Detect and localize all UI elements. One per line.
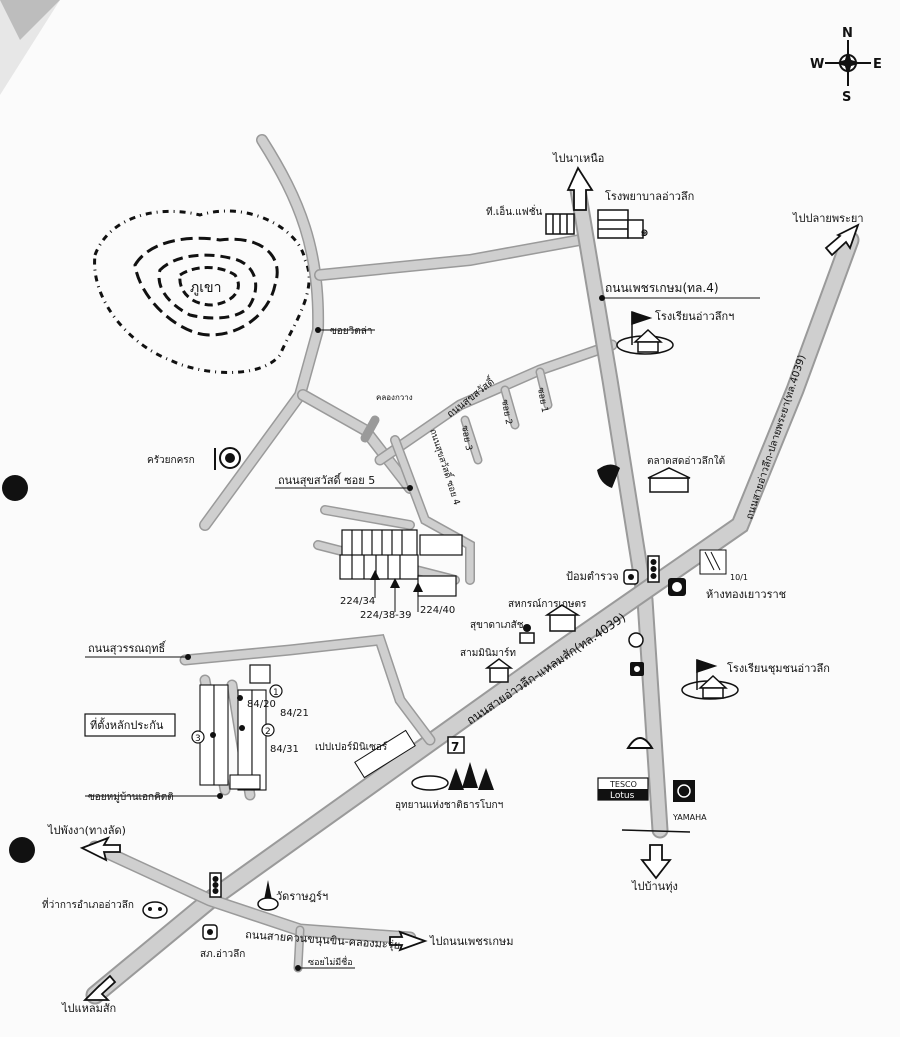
seven-eleven-icon: 7: [447, 736, 465, 754]
district-office-icon: [142, 901, 168, 919]
label-soi-2: ซอย 2: [499, 399, 513, 426]
school-flag-icon: [616, 310, 674, 355]
label-district-office: ที่ว่าการอำเภออ่าวลึก: [42, 897, 134, 911]
compass-e: E: [873, 57, 882, 72]
coop-icon: [544, 604, 581, 632]
label-temple: วัดราษฎร์ฯ: [276, 890, 328, 903]
label-suwan: ถนนสุวรรณฤทธิ์: [88, 640, 167, 655]
police-station-icon: [202, 924, 218, 940]
police-box-icon: [623, 569, 639, 585]
arrow-northeast-icon: [824, 223, 860, 257]
label-national-park: อุทยานแห่งชาติธารโบกฯ: [395, 798, 503, 811]
plot-label-2: 224/38-39: [360, 610, 412, 621]
plot-blocks-suwan: [199, 684, 267, 791]
dir-phang-nga: ไปพังงา(ทางลัด): [47, 824, 126, 837]
arrow-east-icon: [389, 930, 428, 952]
yamaha-text: YAMAHA: [672, 813, 707, 822]
label-soi-1: ซอย 1: [535, 387, 549, 414]
punch-hole: [9, 837, 35, 863]
label-police-station: สภ.อ่าวลึก: [200, 948, 245, 960]
dir-plai-phraya: ไปปลายพระยา: [792, 212, 864, 225]
label-police-box: ป้อมตำรวจ: [566, 570, 619, 583]
shop-icon: [545, 213, 575, 235]
arrow-north-icon: [566, 166, 594, 211]
school-flag-icon: [681, 658, 739, 700]
dir-north: ไปนาเหนือ: [552, 152, 604, 165]
label-house-10: 10/1: [730, 573, 748, 582]
label-minimart: สามมินิมาร์ท: [460, 647, 516, 659]
bank-icon: [668, 578, 686, 596]
leader-lines: [85, 297, 760, 969]
hospital-icon: ๑: [597, 209, 649, 240]
plot-label-4: 84/20: [247, 699, 276, 710]
plot-blocks: [249, 529, 463, 684]
label-soi-4: ถนนสุขสวัสดิ์ ซอย 4: [427, 427, 464, 507]
roads: [85, 134, 860, 1005]
label-school-1: โรงเรียนอ่าวลึกฯ: [655, 309, 734, 323]
traffic-light-icon: [647, 555, 660, 583]
yamaha-logo-icon: YAMAHA: [672, 780, 707, 822]
compass-n: N: [842, 26, 853, 41]
label-soi-nameless: ซอยไม่มีชื่อ: [308, 955, 353, 968]
compass-icon: N S E W: [810, 26, 882, 105]
gold-shop-marks: [699, 549, 727, 575]
plot-label-6: 84/31: [270, 744, 299, 755]
temple-icon: [257, 880, 279, 911]
shell-icon: [626, 737, 654, 749]
plot-n1: 1: [273, 688, 279, 698]
svg-text:๑: ๑: [640, 224, 649, 240]
plot-n3: 3: [195, 734, 201, 744]
label-aowluek-plai-phraya: ถนนสายอ่าวลึก-ปลายพระยา(ทล.4039): [743, 353, 808, 521]
restaurant-icon: [214, 447, 241, 470]
label-gold-shop: ห้างทองเยาวราช: [706, 588, 786, 601]
lotus-text: Lotus: [610, 791, 635, 801]
insurance-box: [84, 713, 176, 737]
bank-logo-icon: [628, 632, 644, 676]
label-soi-mu-ban: ซอยหมู่บ้านเอกคิตติ: [88, 791, 174, 803]
plot-number-circles: [191, 684, 283, 744]
label-kitchen: ครัวยกครก: [147, 455, 195, 466]
dir-petchkasem: ไปถนนเพชรเกษม: [429, 935, 514, 948]
label-health: สุขาดาเภสัช: [470, 620, 524, 631]
label-pipe-store: เปปเปอร์มินิเซอร์: [315, 741, 388, 753]
plot-label-5: 84/21: [280, 708, 309, 719]
compass-s: S: [842, 90, 851, 105]
tesco-lotus-logo: TESCO Lotus: [597, 777, 649, 801]
direction-arrows: [79, 166, 860, 1001]
label-coop: สหกรณ์การเกษตร: [508, 598, 587, 610]
label-soi-3: ซอย 3: [459, 425, 473, 452]
ptt-logo-icon: [597, 464, 620, 488]
label-tn-fashion: ที.เอ็น.แฟชั่น: [486, 204, 543, 218]
svg-text:7: 7: [451, 740, 459, 754]
insurance-label: ที่ตั้งหลักประกัน: [90, 717, 164, 732]
label-school-2: โรงเรียนชุมชนอ่าวลึก: [727, 661, 830, 675]
dir-laem-sak: ไปแหลมสัก: [61, 1002, 116, 1015]
tesco-text: TESCO: [609, 780, 637, 789]
dir-ban-thung: ไปบ้านทุ่ง: [631, 880, 678, 893]
arrow-south-icon: [640, 844, 672, 880]
pharmacy-icon: [519, 624, 535, 644]
plot-label-1: 224/34: [340, 596, 375, 607]
minimart-icon: [484, 658, 514, 683]
markers: [185, 295, 605, 971]
punch-hole: [2, 475, 28, 501]
arrow-west-icon: [79, 836, 121, 862]
park-trees-icon: [411, 762, 494, 791]
label-khlong: คลองกวาง: [376, 393, 413, 402]
plot-label-3: 224/40: [420, 605, 455, 616]
label-hospital: โรงพยาบาลอ่าวลึก: [605, 189, 694, 203]
market-icon: [647, 467, 691, 493]
store-sign-icon: [354, 729, 416, 779]
label-petchkasem: ถนนเพชรเกษม(ทล.4): [605, 281, 719, 295]
mountain-contours: [93, 209, 311, 374]
mountain-label: ภูเขา: [190, 280, 221, 296]
plot-n2: 2: [265, 727, 271, 737]
arrow-southwest-icon: [82, 974, 117, 1001]
label-sukhumvit-side: ถนนสุขสวัสดิ์ ซอย 5: [278, 472, 375, 487]
traffic-light-icon: [209, 872, 222, 898]
label-soi-wit: ซอยวิตล่า: [330, 326, 373, 337]
compass-w: W: [810, 57, 824, 72]
label-market: ตลาดสดอ่าวลึกใต้: [647, 455, 725, 467]
